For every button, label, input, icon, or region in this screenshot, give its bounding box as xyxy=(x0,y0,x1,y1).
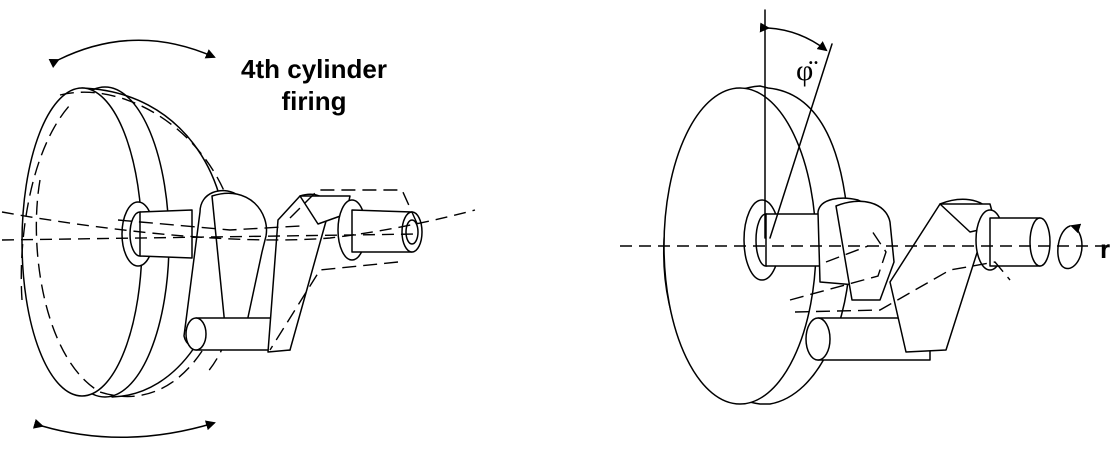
rotated-angle-line xyxy=(769,43,833,239)
left-deflected-axis xyxy=(1,209,476,241)
left-hub xyxy=(121,201,193,267)
angle-arc-arrow xyxy=(759,22,828,52)
right-journal xyxy=(975,209,1051,271)
firing-label-line1: 4th cylinder xyxy=(241,54,387,84)
right-hub xyxy=(743,199,823,281)
bottom-rotation-arrow xyxy=(32,418,216,438)
shaft-end-label: r xyxy=(1100,234,1110,264)
right-crank-deflected-outline xyxy=(789,227,1011,313)
flywheel xyxy=(21,86,227,398)
angular-acceleration-symbol: φ̈ xyxy=(796,54,818,87)
right-crank-throw xyxy=(805,197,997,361)
left-crank-throw xyxy=(183,189,351,353)
right-crankshaft-diagram: φ̈ r xyxy=(620,9,1110,405)
top-rotation-arrow xyxy=(48,39,216,69)
left-crank-deflected-outline xyxy=(117,189,421,351)
firing-label-line2: firing xyxy=(282,86,347,116)
rotation-indicator-icon xyxy=(1057,223,1083,270)
left-crankshaft-diagram: 4th cylinder firing xyxy=(1,39,476,438)
